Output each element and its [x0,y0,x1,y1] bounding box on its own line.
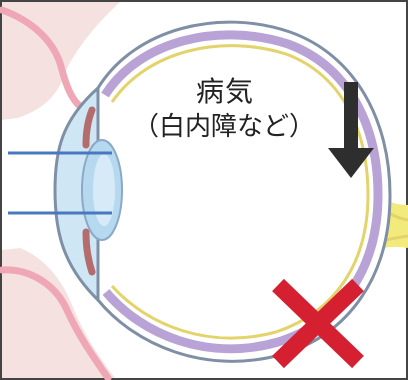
iris-upper [82,106,96,149]
upper-eyelid-rim [0,6,84,110]
vitreous-body [116,54,362,331]
lens [81,139,123,241]
iris-lower [82,228,96,276]
choroid [101,30,383,354]
disease-example-label: （白内障など） [132,112,315,142]
down-arrow-icon [328,82,374,178]
lens-cloud [93,154,115,226]
lower-eyelid-rim [0,266,112,380]
disease-label: 病気 [195,75,254,108]
cross-icon [272,278,364,369]
retina [110,44,370,340]
